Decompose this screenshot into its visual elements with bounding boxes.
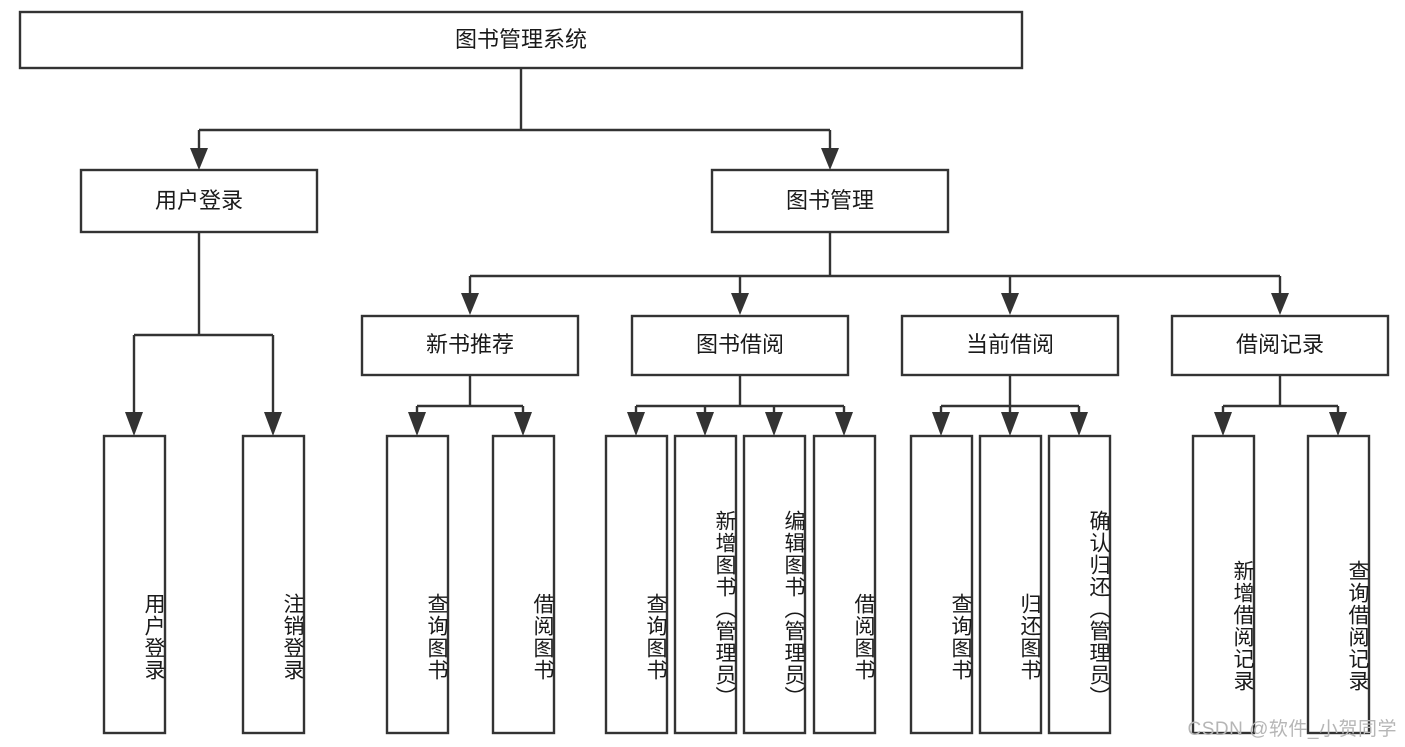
arrowhead-leaf-borrowrecord-2 [1329,412,1347,436]
watermark-text: CSDN @软件_小贺同学 [1187,719,1397,740]
arrowhead-leaf-currentborrow-2 [1001,412,1019,436]
arrowhead-leaf-bookborrow-1 [627,412,645,436]
leaf-box-borrow-record-1[interactable] [1191,434,1256,735]
node-group-level2: 用户登录 图书管理 [79,168,950,234]
leaf-box-current-borrow-2[interactable] [978,434,1043,735]
node-new-book-recommend-label: 新书推荐 [426,332,514,357]
leaf-box-book-borrow-2[interactable] [673,434,738,735]
node-current-borrow-label: 当前借阅 [966,332,1054,357]
leaf-box-borrow-record-2[interactable] [1306,434,1371,735]
node-group-level3: 新书推荐 图书借阅 当前借阅 借阅记录 [360,314,1390,377]
arrowhead-currentborrow [1001,293,1019,315]
arrowhead-leaf-currentborrow-3 [1070,412,1088,436]
leaf-box-user-login-2[interactable] [241,434,306,735]
arrowhead-leaf-bookborrow-3 [765,412,783,436]
leaf-group-borrow-record [1191,434,1371,735]
node-book-borrow-box[interactable] [630,314,850,377]
node-user-login-label: 用户登录 [155,188,243,213]
node-borrow-record-box[interactable] [1170,314,1390,377]
node-root-label: 图书管理系统 [455,27,587,52]
leaf-box-book-borrow-3[interactable] [742,434,807,735]
node-borrow-record-label: 借阅记录 [1236,332,1324,357]
arrowhead-leaf-newbook-1 [408,412,426,436]
leaf-box-current-borrow-3[interactable] [1047,434,1112,735]
node-book-borrow-label: 图书借阅 [696,332,784,357]
leaf-box-user-login-1[interactable] [102,434,167,735]
arrowhead-leaf-currentborrow-1 [932,412,950,436]
arrowhead-leaf-borrowrecord-1 [1214,412,1232,436]
node-book-management-box[interactable] [710,168,950,234]
node-book-management-label: 图书管理 [786,188,874,213]
node-group-root: 图书管理系统 [18,10,1024,70]
arrowhead-borrowrecord [1271,293,1289,315]
leaf-box-book-borrow-1[interactable] [604,434,669,735]
arrowhead-leaf-newbook-2 [514,412,532,436]
leaf-box-new-book-2[interactable] [491,434,556,735]
node-current-borrow-box[interactable] [900,314,1120,377]
leaf-group-book-borrow [604,434,877,735]
leaf-group-new-book [385,434,556,735]
leaf-group-current-borrow [909,434,1112,735]
node-root-box[interactable] [18,10,1024,70]
leaf-box-new-book-1[interactable] [385,434,450,735]
arrowhead-userlogin [190,148,208,170]
arrowhead-leaf-bookborrow-4 [835,412,853,436]
leaf-box-current-borrow-1[interactable] [909,434,974,735]
leaf-box-book-borrow-4[interactable] [812,434,877,735]
arrowhead-leaf-user-1 [125,412,143,436]
arrowhead-group [125,148,1347,436]
arrowhead-leaf-bookborrow-2 [696,412,714,436]
node-user-login-box[interactable] [79,168,319,234]
arrowhead-leaf-user-2 [264,412,282,436]
arrowhead-newbook [461,293,479,315]
leaf-group-user-login [102,434,306,735]
arrowhead-bookmgmt [821,148,839,170]
node-new-book-recommend-box[interactable] [360,314,580,377]
arrowhead-bookborrow [731,293,749,315]
